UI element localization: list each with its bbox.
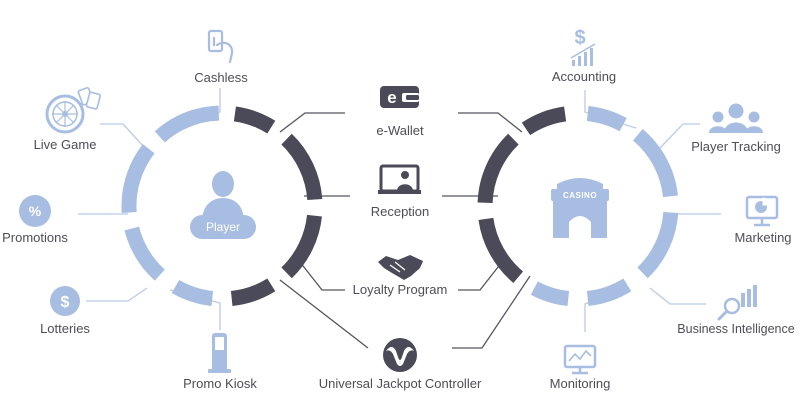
- casino-ring-segment-3: [637, 211, 679, 279]
- connector-jackpot-left: [279, 279, 369, 349]
- ewallet-icon: e: [380, 86, 419, 108]
- dollar-circle-icon: [50, 286, 80, 316]
- casino-ring-segment-4: [586, 278, 632, 306]
- satellite-live-game[interactable]: Live Game: [34, 86, 102, 152]
- ewallet-label: e-Wallet: [376, 123, 424, 138]
- casino-ring-segment-7: [477, 133, 519, 204]
- casino-ring-segment-6: [478, 217, 524, 283]
- satellite-marketing[interactable]: Marketing: [734, 195, 792, 245]
- accounting-label: Accounting: [552, 69, 616, 84]
- player-ring-segment-5: [230, 278, 276, 306]
- dollar-glyph: $: [61, 294, 70, 311]
- casino-label: CASINO: [563, 191, 597, 200]
- connector-loyalty-right: [458, 261, 503, 291]
- promo-kiosk-label: Promo Kiosk: [183, 376, 257, 391]
- percent-glyph: %: [29, 203, 42, 219]
- satellite-promo-kiosk[interactable]: Promo Kiosk: [183, 333, 257, 391]
- player-tracking-label: Player Tracking: [691, 139, 781, 154]
- player-ring: [121, 105, 323, 306]
- business-intelligence-label: Business Intelligence: [677, 322, 794, 336]
- casino-ring-segment-1: [586, 106, 627, 132]
- casino-building-icon: [551, 178, 609, 238]
- player-ring-segment-6: [171, 279, 214, 306]
- lotteries-label: Lotteries: [40, 321, 90, 336]
- marketing-label: Marketing: [734, 230, 791, 245]
- satellite-business-intelligence[interactable]: Business Intelligence: [677, 285, 795, 336]
- magnifier-bars-icon: [717, 285, 757, 321]
- service-loyalty-program[interactable]: Loyalty Program: [353, 255, 448, 297]
- loyalty-program-label: Loyalty Program: [353, 282, 448, 297]
- player-ring-segment-9: [154, 109, 199, 143]
- satellite-player-tracking[interactable]: Player Tracking: [691, 103, 781, 155]
- handshake-icon: [378, 255, 423, 280]
- satellite-promotions[interactable]: % Promotions: [2, 195, 68, 245]
- reception-label: Reception: [371, 204, 430, 219]
- cashless-label: Cashless: [194, 70, 248, 85]
- satellite-monitoring[interactable]: Monitoring: [550, 344, 611, 391]
- player-ring-segment-3: [281, 133, 323, 201]
- svg-text:$: $: [574, 27, 585, 49]
- monitor-pie-icon: [745, 195, 779, 227]
- connector-ewallet-left: [279, 112, 345, 133]
- casino-ring-segment-2: [632, 129, 678, 198]
- connector-player-tracking: [659, 123, 700, 149]
- connector-loyalty-left: [299, 261, 345, 291]
- player-ring-segment-8: [121, 144, 155, 214]
- roulette-wheel-icon: [45, 86, 102, 134]
- satellite-cashless[interactable]: Cashless: [194, 29, 248, 85]
- connector-ewallet-right: [458, 112, 523, 133]
- casino-ring-segment-8: [521, 106, 567, 136]
- svg-text:e: e: [387, 88, 396, 107]
- satellite-lotteries[interactable]: $ Lotteries: [40, 286, 90, 336]
- connector-jackpot-right: [452, 275, 531, 349]
- player-label: Player: [206, 220, 240, 234]
- live-game-label: Live Game: [34, 137, 97, 152]
- monitoring-label: Monitoring: [550, 376, 611, 391]
- player-ring-segment-7: [124, 226, 166, 281]
- reception-desk-icon: [378, 164, 421, 194]
- player-ring-segment-4: [281, 214, 322, 279]
- service-ewallet[interactable]: e e-Wallet: [376, 86, 424, 138]
- universal-jackpot-controller-label: Universal Jackpot Controller: [319, 376, 482, 391]
- kiosk-icon: [208, 333, 231, 373]
- promotions-label: Promotions: [2, 230, 68, 245]
- player-hub[interactable]: Player: [190, 171, 256, 239]
- connector-live-game: [100, 123, 146, 149]
- service-reception[interactable]: Reception: [371, 164, 430, 219]
- player-pill: [190, 215, 256, 239]
- bull-logo-icon: [383, 338, 417, 372]
- player-ring-segment-2: [233, 106, 276, 134]
- card-hand-icon: [207, 29, 234, 64]
- player-icon: [202, 171, 244, 222]
- connector-lotteries: [86, 287, 148, 302]
- casino-ring-segment-5: [530, 281, 570, 306]
- satellite-accounting[interactable]: $ Accounting: [552, 27, 616, 84]
- casino-ring: [477, 106, 679, 306]
- casino-hub[interactable]: CASINO: [551, 178, 609, 238]
- connector-business-intelligence: [649, 287, 706, 305]
- service-universal-jackpot-controller[interactable]: Universal Jackpot Controller: [319, 338, 482, 391]
- user-group-icon: [709, 103, 763, 133]
- percent-circle-icon: [19, 195, 51, 227]
- dollar-chart-icon: $: [570, 27, 596, 66]
- monitor-line-icon: [563, 344, 597, 375]
